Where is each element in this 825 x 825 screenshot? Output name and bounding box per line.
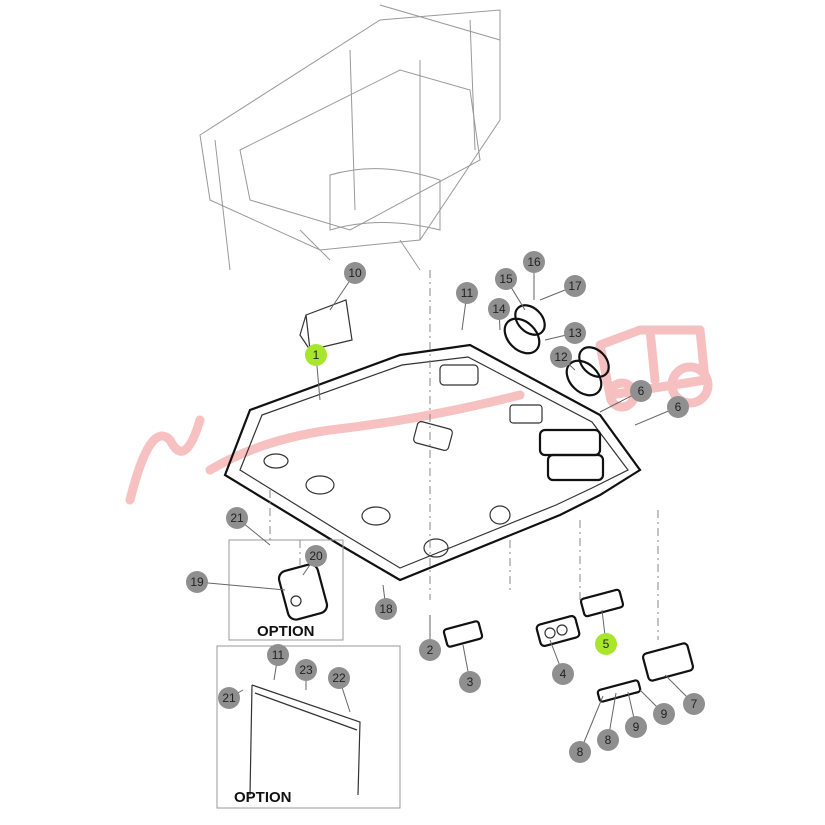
- callout-22: 22: [328, 667, 350, 689]
- switch-panel-7: [641, 642, 695, 682]
- callout-number: 4: [560, 667, 567, 681]
- callout-9: 9: [653, 703, 675, 725]
- option-box-2: OPTION: [216, 645, 401, 809]
- callout-number: 3: [467, 675, 474, 689]
- callout-8: 8: [569, 741, 591, 763]
- option-box-1: OPTION: [228, 539, 344, 641]
- callout-number: 10: [348, 266, 362, 280]
- part-10-box: [299, 299, 353, 351]
- callout-number: 22: [332, 671, 346, 685]
- callout-18: 18: [375, 598, 397, 620]
- callout-8: 8: [597, 729, 619, 751]
- callout-number: 9: [661, 707, 668, 721]
- option-label: OPTION: [234, 789, 292, 806]
- callout-number: 11: [272, 648, 285, 662]
- callout-20: 20: [305, 545, 327, 567]
- switch-panel-4: [535, 614, 581, 648]
- callout-number: 14: [492, 302, 506, 316]
- callout-number: 2: [427, 643, 434, 657]
- callout-14: 14: [488, 298, 510, 320]
- callout-number: 8: [605, 733, 612, 747]
- callout-number: 13: [568, 326, 582, 340]
- callout-13: 13: [564, 322, 586, 344]
- cab-frame: [199, 4, 501, 271]
- callout-number: 20: [309, 549, 323, 563]
- callout-11: 11: [267, 644, 289, 666]
- callout-6: 6: [630, 380, 652, 402]
- callout-number: 19: [190, 575, 204, 589]
- callout-23: 23: [295, 659, 317, 681]
- callout-number: 18: [379, 602, 393, 616]
- callout-9: 9: [625, 716, 647, 738]
- callout-21: 21: [218, 687, 240, 709]
- assembly-lines: [269, 270, 659, 640]
- callout-number: 1: [313, 348, 320, 362]
- callout-5: 5: [595, 633, 617, 655]
- callout-number: 21: [230, 511, 244, 525]
- callout-12: 12: [550, 346, 572, 368]
- callout-number: 9: [633, 720, 640, 734]
- callout-number: 21: [222, 691, 236, 705]
- leader-line: [196, 581, 286, 591]
- callout-number: 6: [638, 384, 645, 398]
- callout-number: 8: [577, 745, 584, 759]
- callout-number: 17: [568, 279, 582, 293]
- callout-6: 6: [667, 396, 689, 418]
- callout-number: 15: [499, 272, 513, 286]
- callout-number: 12: [554, 350, 568, 364]
- callout-number: 7: [691, 697, 698, 711]
- callout-number: 23: [299, 663, 313, 677]
- headliner-panel: [223, 343, 642, 582]
- callout-number: 6: [675, 400, 682, 414]
- sunshade-23: [249, 684, 361, 796]
- callout-10: 10: [344, 262, 366, 284]
- switch-panel-5: [579, 588, 625, 618]
- callout-17: 17: [564, 275, 586, 297]
- callout-number: 11: [461, 286, 474, 300]
- switches-8-9: [596, 679, 642, 703]
- callout-1: 1: [305, 344, 327, 366]
- watermark-logo: [125, 325, 713, 505]
- callout-7: 7: [683, 693, 705, 715]
- callout-4: 4: [552, 663, 574, 685]
- callout-15: 15: [495, 268, 517, 290]
- dome-light-20: [277, 563, 329, 621]
- callout-number: 5: [603, 637, 610, 651]
- callout-11: 11: [456, 282, 478, 304]
- callout-2: 2: [419, 639, 441, 661]
- lamp-part-3: [442, 620, 484, 648]
- speakers: [503, 304, 610, 397]
- callout-number: 16: [527, 255, 541, 269]
- callout-3: 3: [459, 671, 481, 693]
- callout-19: 19: [186, 571, 208, 593]
- callout-16: 16: [523, 251, 545, 273]
- option-label: OPTION: [257, 623, 315, 640]
- callout-21: 21: [226, 507, 248, 529]
